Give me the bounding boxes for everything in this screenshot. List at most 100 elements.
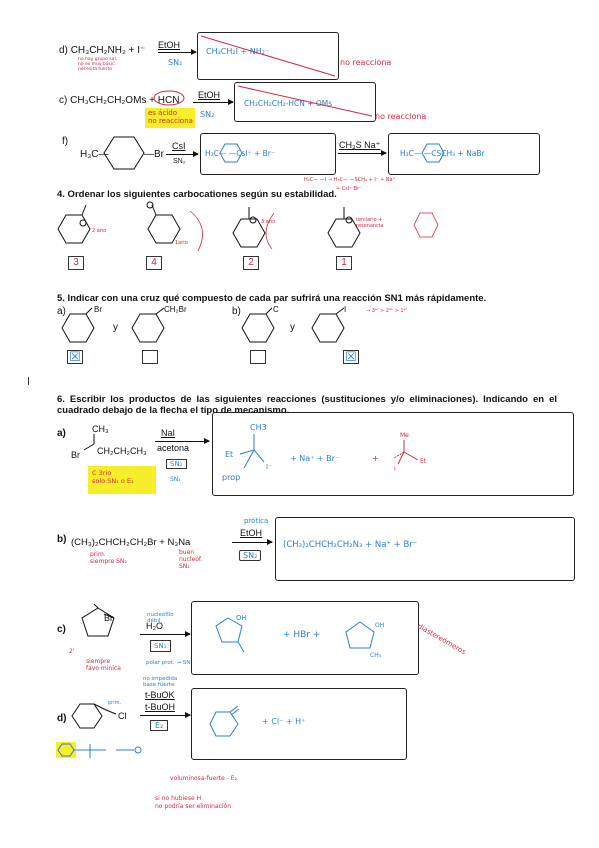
q6b-mech: SN₂ (239, 550, 262, 561)
reaction-f-reagent2: CH₃S Na⁺ (339, 140, 381, 150)
q6d-blue-sketch (57, 743, 142, 758)
q6c-prod-oh: OH (236, 614, 247, 622)
reaction-d-reagent: EtOH (158, 40, 181, 50)
reaction-d-arrow (158, 48, 197, 56)
q6d-reagent2: t-BuOH (145, 702, 176, 712)
q6d-arrow (140, 711, 191, 719)
reaction-f-box1 (200, 133, 336, 175)
cyclohexane-ring-f (103, 136, 145, 170)
reaction-c-arrow (193, 98, 234, 106)
q6a-prod-prop: prop (222, 473, 241, 482)
q4-ann-1: 2 ario (92, 228, 107, 234)
q5-check-4[interactable]: ☒ (343, 350, 359, 364)
q6a-mech: SN₁ (166, 459, 187, 469)
highlight-tertiary (88, 466, 156, 494)
reaction-f-box2-text: H₃C— —CSCH₃ + NaBr (400, 149, 485, 158)
q5-check-3[interactable] (250, 350, 266, 364)
reaction-f-arrow2 (338, 149, 387, 157)
question-6-title: 6. Escribir los productos de las siguien… (57, 394, 557, 416)
q6a-reagent2: acetona (157, 443, 190, 453)
q6c-prod-oh2: OH (375, 622, 385, 629)
reaction-f-red-note: H₃C— —I → H₃C— —SCH₃ + I⁻ + Na⁺ (304, 177, 396, 183)
q6d-prim: prim. (108, 700, 122, 706)
reaction-c-strike (237, 85, 373, 117)
q6a-prod-plus: + (372, 454, 379, 463)
q5-a-label: a) (57, 306, 66, 317)
q6a-red-et: Et (420, 458, 427, 465)
question-4-title: 4. Ordenar los siguientes carbocationes … (57, 189, 337, 200)
q6a-label: a) (57, 428, 66, 439)
q6d-mech: E₂ (150, 720, 169, 731)
q6d-reagent-top: no impedida base fuerte (143, 676, 178, 688)
q4-rank-2: 4 (146, 256, 162, 270)
q4-rank-3: 2 (243, 256, 259, 270)
highlight-acid (145, 108, 195, 128)
q6a-red-i: I (394, 466, 396, 473)
q6a-arrow (155, 437, 210, 445)
q6a-chain: CH₂CH₂CH₃ (97, 446, 147, 456)
reaction-f-label: f) (62, 136, 69, 147)
q6a-red-bonds (393, 440, 419, 465)
q6a-mech2: SN₁ (170, 476, 181, 483)
reaction-d-box (197, 32, 339, 80)
q4-ann-3: 3 ario (261, 219, 276, 225)
reaction-c-mech: SN₂ (200, 110, 215, 119)
cyclohexane-ring-f-box2 (421, 143, 445, 163)
q5-note: → 3ᵉʳ > 2ᵈᵒ > 1ᵉʳ (366, 308, 407, 314)
reaction-c-reagent: EtOH (198, 90, 221, 100)
reaction-c-label: c) CH₃CH₂CH₂OMs + HCN (59, 95, 180, 106)
q6c-product1 (215, 617, 245, 653)
q4-carbocations (57, 201, 439, 252)
reaction-c-box (234, 82, 376, 122)
q5-structures (61, 307, 345, 343)
q6c-br: Br (104, 613, 113, 623)
reaction-f-left: H₃C— (80, 149, 109, 160)
question-5-title: 5. Indicar con una cruz qué compuesto de… (57, 293, 487, 304)
q6b-note2: buen nucleóf. SN₂ (179, 549, 203, 570)
q6c-label: c) (57, 624, 66, 635)
reaction-f-arrow1 (166, 150, 199, 158)
q6c-mech: SN₁ (150, 640, 171, 652)
reaction-d-label: d) CH₃CH₂NH₂ + I⁻ (59, 45, 146, 56)
q6a-box (212, 412, 574, 496)
q5-sub-4: I (344, 305, 347, 314)
q6a-ch3: CH₃ (92, 424, 109, 434)
reaction-d-box-text: CH₃CH₂I + NH₂⁻ (206, 47, 270, 56)
q6a-prod-bonds (239, 434, 265, 469)
q6a-red-me: Me (400, 432, 409, 439)
q5-check-1[interactable]: ☒ (67, 350, 83, 364)
q6b-reagent: EtOH (240, 528, 263, 538)
q6a-prod-i: I⁻ (266, 463, 272, 471)
q6d-red-note1: voluminosa-fuerte - E₂ (170, 775, 237, 782)
q6c-red-note: siempre favo miníca (86, 658, 121, 672)
reaction-d-note: no reacciona (340, 58, 392, 67)
q4-ann-2: 1ario (175, 240, 188, 246)
q5-check-2[interactable] (142, 350, 158, 364)
q6b-label: b) (57, 534, 67, 545)
q6c-cyclopentane (81, 603, 115, 637)
reaction-d-strike (200, 35, 336, 77)
reaction-c-hl-note: es ácido no reacciona (148, 109, 193, 125)
q6b-note1: prim. siempre SN₂ (90, 551, 127, 565)
q6d-box (191, 688, 407, 760)
q6c-reagent-top: nucleófilo débil (147, 612, 174, 624)
q5-sub-2: CH₂Br (164, 305, 187, 314)
q6c-reagent: H₂O (146, 621, 163, 631)
q6b-reactants: (CH₃)₂CHCH₂CH₂Br + N₃Na (71, 537, 191, 548)
q6d-red-note2: si no hubiese H no podría ser eliminació… (155, 795, 232, 810)
margin-mark (28, 377, 29, 385)
q6d-structure (71, 703, 117, 729)
q6b-box (275, 517, 575, 581)
q6d-cl: Cl (118, 711, 127, 721)
hcn-circle (153, 90, 185, 106)
q6a-prod-rest: + Na⁺ + Br⁻ (290, 454, 340, 463)
q6b-reagent-top: prótica (244, 517, 269, 525)
q6c-red-side: diastereómeros (416, 622, 468, 657)
reaction-c-box-text: CH₃CH₂CH₂-HCN + OMs (244, 99, 333, 108)
q5-y-1: y (113, 322, 118, 333)
q6c-red-2: 2' (69, 648, 75, 655)
q6c-product2 (345, 621, 375, 649)
q6c-prod-ch3: CH₃ (370, 652, 382, 659)
q6c-mech-note: polar prot. → SN₁ (146, 660, 193, 666)
q6c-arrow (140, 630, 191, 638)
